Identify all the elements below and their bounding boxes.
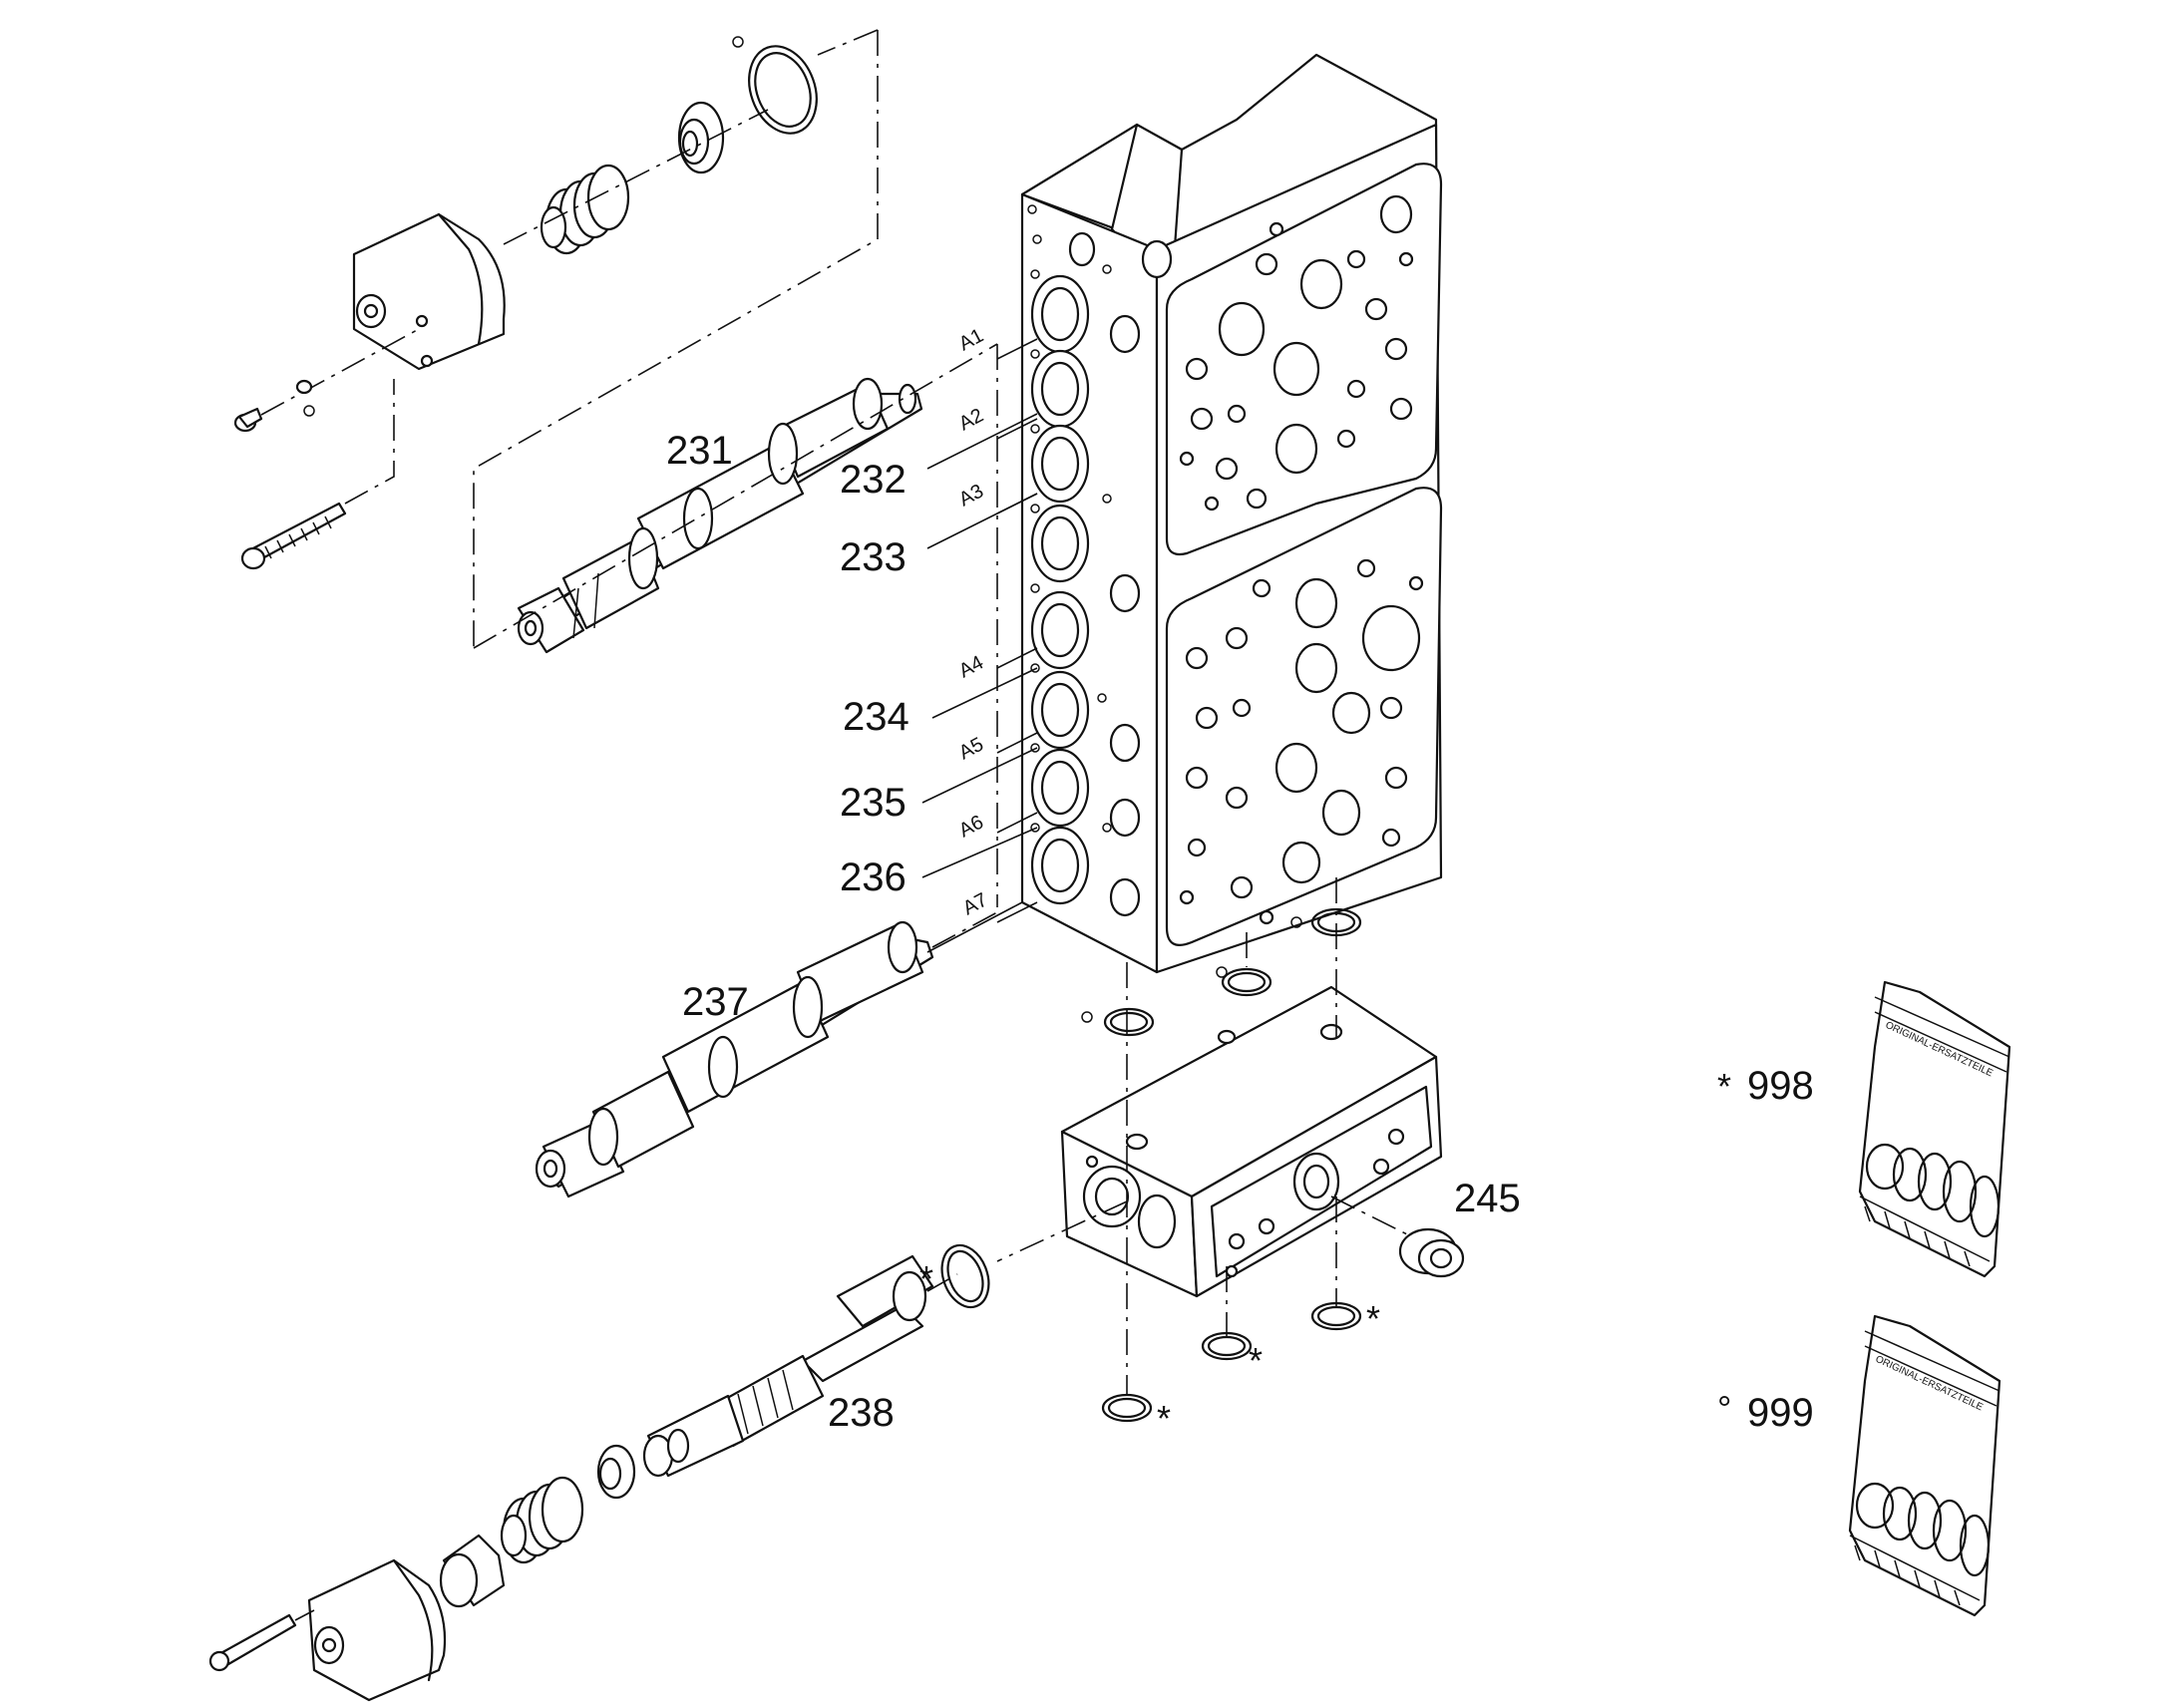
kit-999-number: 999 <box>1747 1391 1814 1435</box>
seal-marker-left: * <box>1157 1398 1171 1439</box>
port-A5: A5 <box>955 734 987 765</box>
top-retainer <box>677 101 725 174</box>
lower-spring <box>500 1476 584 1564</box>
plug-245 <box>1398 1227 1465 1278</box>
port-A3: A3 <box>955 481 987 512</box>
label-245: 245 <box>1454 1177 1521 1220</box>
port-A7: A7 <box>959 889 991 920</box>
port-A6: A6 <box>955 812 987 843</box>
kit-999-marker: ° <box>1717 1388 1731 1429</box>
top-snap-ring <box>748 45 818 135</box>
valve-ports <box>1030 274 1090 905</box>
label-231: 231 <box>666 429 733 473</box>
top-spring <box>540 164 630 255</box>
label-235: 235 <box>840 781 907 825</box>
seal-marker-right: * <box>1366 1298 1380 1339</box>
long-bolt <box>240 502 347 570</box>
label-237: 237 <box>682 980 749 1024</box>
part-labels: 231 232 233 234 235 236 237 238 245 <box>666 429 1521 1435</box>
port-A4: A4 <box>955 652 987 683</box>
seal-marker-mid: * <box>1249 1340 1263 1381</box>
lower-cap <box>307 1558 447 1702</box>
kit-bag-999: ORIGINAL-ERSATZTEILE <box>1848 1314 2001 1617</box>
top-spring-assembly <box>233 29 879 648</box>
spool-231 <box>517 377 923 654</box>
port-labels: A1 A2 A3 A4 A5 A6 A7 <box>955 325 991 920</box>
leader-lines <box>921 338 1038 953</box>
plate-holes-upper <box>1179 194 1414 512</box>
spool-237 <box>535 920 934 1198</box>
port-A1: A1 <box>955 325 987 356</box>
seal-marker-oring: * <box>919 1258 933 1299</box>
o-rings <box>940 907 1362 1423</box>
label-236: 236 <box>840 855 907 899</box>
seal-markers: * * * * <box>919 1258 1380 1439</box>
kit-998-marker: * <box>1717 1066 1731 1107</box>
kit-998-number: 998 <box>1747 1064 1814 1108</box>
kit-labels: * 998 ° 999 <box>1717 1064 1814 1435</box>
side-holes <box>1027 204 1173 917</box>
port-A2: A2 <box>955 405 987 436</box>
valve-block <box>1020 53 1443 974</box>
lower-block <box>1060 985 1443 1298</box>
kit-bag-998: ORIGINAL-ERSATZTEILE <box>1858 980 2011 1278</box>
spool-238 <box>642 1254 934 1478</box>
label-232: 232 <box>840 458 907 502</box>
spring-seat <box>439 1534 506 1608</box>
lower-bolt <box>208 1613 297 1672</box>
lower-retainer <box>596 1444 636 1500</box>
label-233: 233 <box>840 535 907 579</box>
label-234: 234 <box>843 695 909 739</box>
label-238: 238 <box>828 1391 895 1435</box>
plate-holes-lower <box>1179 558 1424 925</box>
small-screw <box>233 407 263 433</box>
